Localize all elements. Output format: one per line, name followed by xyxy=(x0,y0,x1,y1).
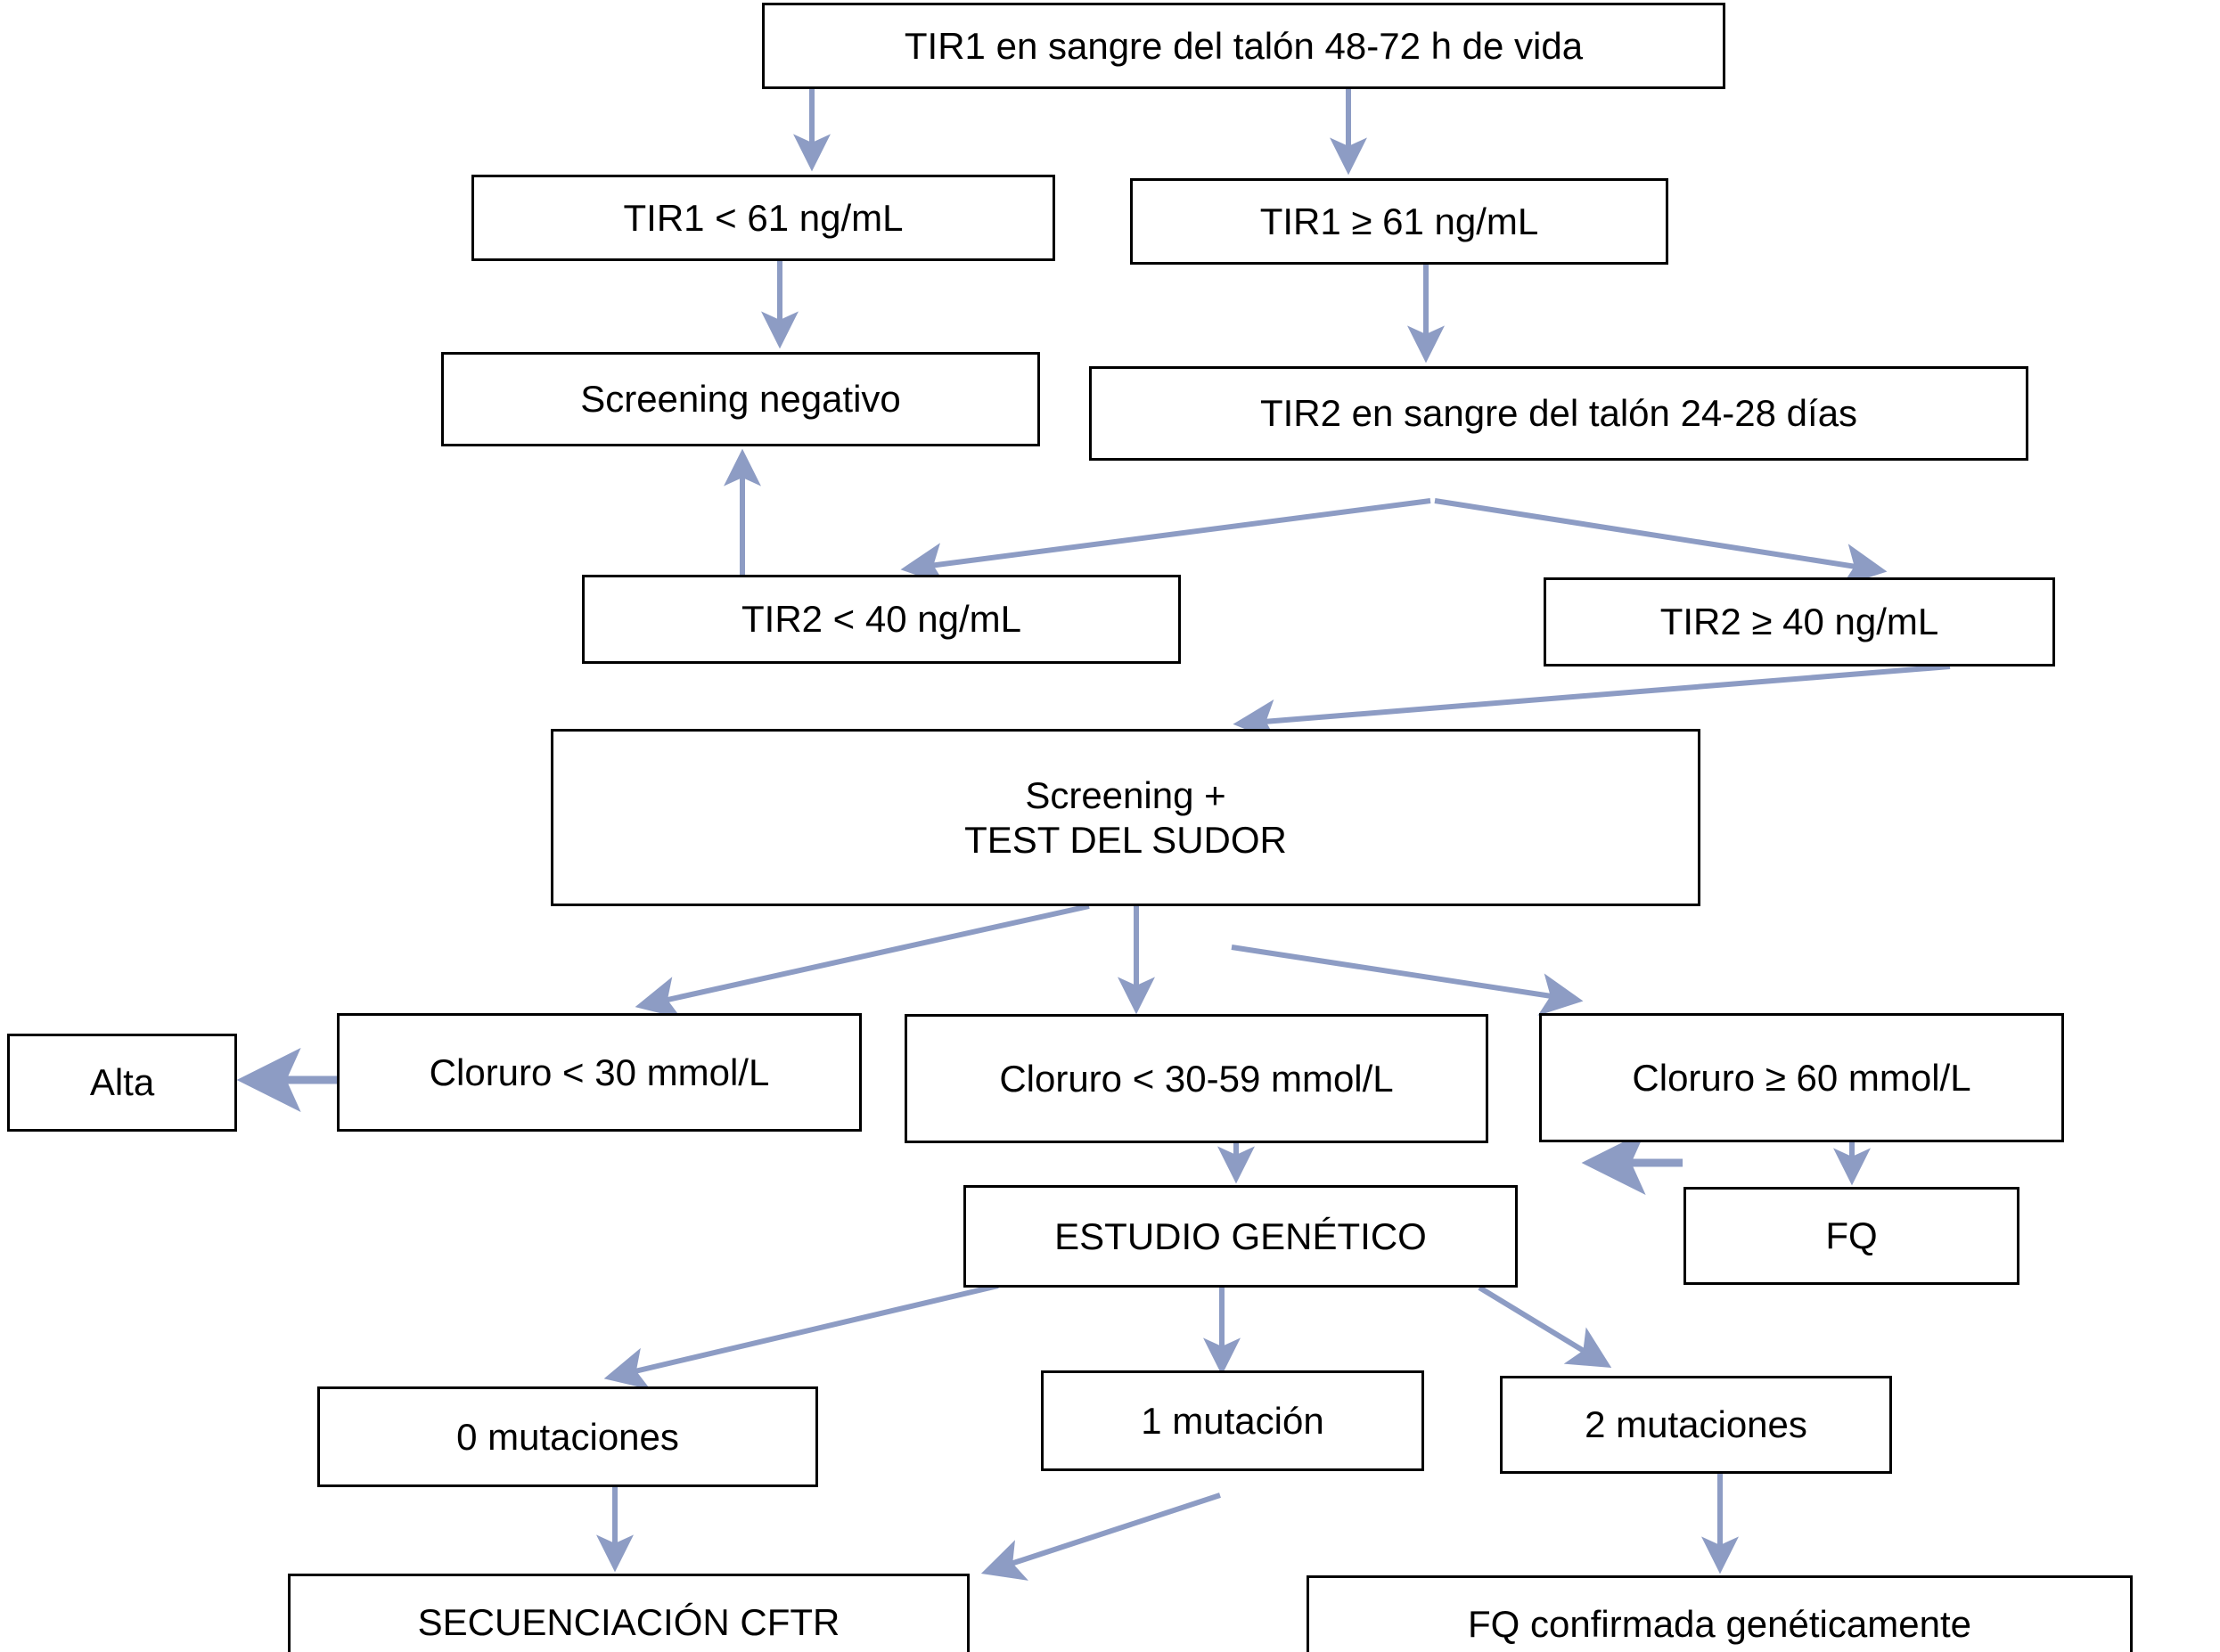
edge-tir2-to-lt40 xyxy=(900,498,1431,585)
node-alta[interactable]: Alta xyxy=(7,1034,237,1132)
node-label: TIR2 en sangre del talón 24-28 días xyxy=(1259,392,1858,435)
edge-sudor-to-lt30 xyxy=(635,904,1090,1019)
node-label: Screening negativo xyxy=(580,378,901,421)
node-label: FQ xyxy=(1825,1214,1878,1257)
node-fq-confirmada-geneticamente[interactable]: FQ confirmada genéticamente xyxy=(1307,1575,2133,1652)
node-tir1-lt61[interactable]: TIR1 < 61 ng/mL xyxy=(471,175,1055,261)
node-label: Cloruro < 30 mmol/L xyxy=(429,1051,770,1093)
node-tir2-ge40[interactable]: TIR2 ≥ 40 ng/mL xyxy=(1544,577,2055,667)
node-label: 0 mutaciones xyxy=(456,1415,679,1458)
node-label: TIR1 en sangre del talón 48-72 h de vida xyxy=(904,24,1584,67)
node-screening-negativo[interactable]: Screening negativo xyxy=(441,352,1040,446)
node-label: Alta xyxy=(89,1061,155,1104)
node-label: 2 mutaciones xyxy=(1585,1403,1807,1446)
edge-sudor-to-ge60 xyxy=(1231,945,1584,1016)
node-1-mutacion[interactable]: 1 mutación xyxy=(1041,1370,1424,1471)
node-label: TIR1 ≥ 61 ng/mL xyxy=(1259,200,1539,242)
node-label: TIR1 < 61 ng/mL xyxy=(623,196,904,239)
node-screening-positivo-test-sudor[interactable]: Screening + TEST DEL SUDOR xyxy=(551,729,1700,906)
node-secuenciacion-cftr[interactable]: SECUENCIACIÓN CFTR xyxy=(288,1574,970,1652)
node-2-mutaciones[interactable]: 2 mutaciones xyxy=(1500,1376,1892,1474)
node-cloruro-lt30[interactable]: Cloruro < 30 mmol/L xyxy=(337,1013,862,1132)
node-cloruro-ge60[interactable]: Cloruro ≥ 60 mmol/L xyxy=(1539,1013,2064,1142)
edge-estudio-to-mut0 xyxy=(603,1283,999,1390)
node-label: Cloruro ≥ 60 mmol/L xyxy=(1632,1056,1971,1099)
edge-tir2-to-ge40 xyxy=(1434,498,1888,586)
node-label: SECUENCIACIÓN CFTR xyxy=(417,1601,840,1644)
node-tir2-lt40[interactable]: TIR2 < 40 ng/mL xyxy=(582,575,1181,664)
node-tir1-sangre[interactable]: TIR1 en sangre del talón 48-72 h de vida xyxy=(762,3,1725,89)
node-label: ESTUDIO GENÉTICO xyxy=(1054,1214,1427,1257)
node-label: Cloruro < 30-59 mmol/L xyxy=(999,1057,1394,1100)
edge-estudio-to-mut2 xyxy=(1478,1285,1612,1368)
node-label: Screening + TEST DEL SUDOR xyxy=(964,773,1287,861)
node-tir2-sangre[interactable]: TIR2 en sangre del talón 24-28 días xyxy=(1089,366,2028,461)
node-tir1-ge61[interactable]: TIR1 ≥ 61 ng/mL xyxy=(1130,178,1668,265)
node-estudio-genetico[interactable]: ESTUDIO GENÉTICO xyxy=(963,1185,1518,1288)
node-label: 1 mutación xyxy=(1141,1399,1324,1442)
node-fq[interactable]: FQ xyxy=(1683,1187,2019,1285)
node-label: TIR2 < 40 ng/mL xyxy=(741,598,1021,641)
edge-mut1-to-secuenc xyxy=(980,1493,1221,1581)
node-label: TIR2 ≥ 40 ng/mL xyxy=(1659,601,1939,643)
node-0-mutaciones[interactable]: 0 mutaciones xyxy=(317,1386,818,1487)
edge-ge40-to-sudor xyxy=(1233,664,1951,742)
node-cloruro-30-59[interactable]: Cloruro < 30-59 mmol/L xyxy=(905,1014,1488,1143)
node-label: FQ confirmada genéticamente xyxy=(1468,1603,1971,1646)
